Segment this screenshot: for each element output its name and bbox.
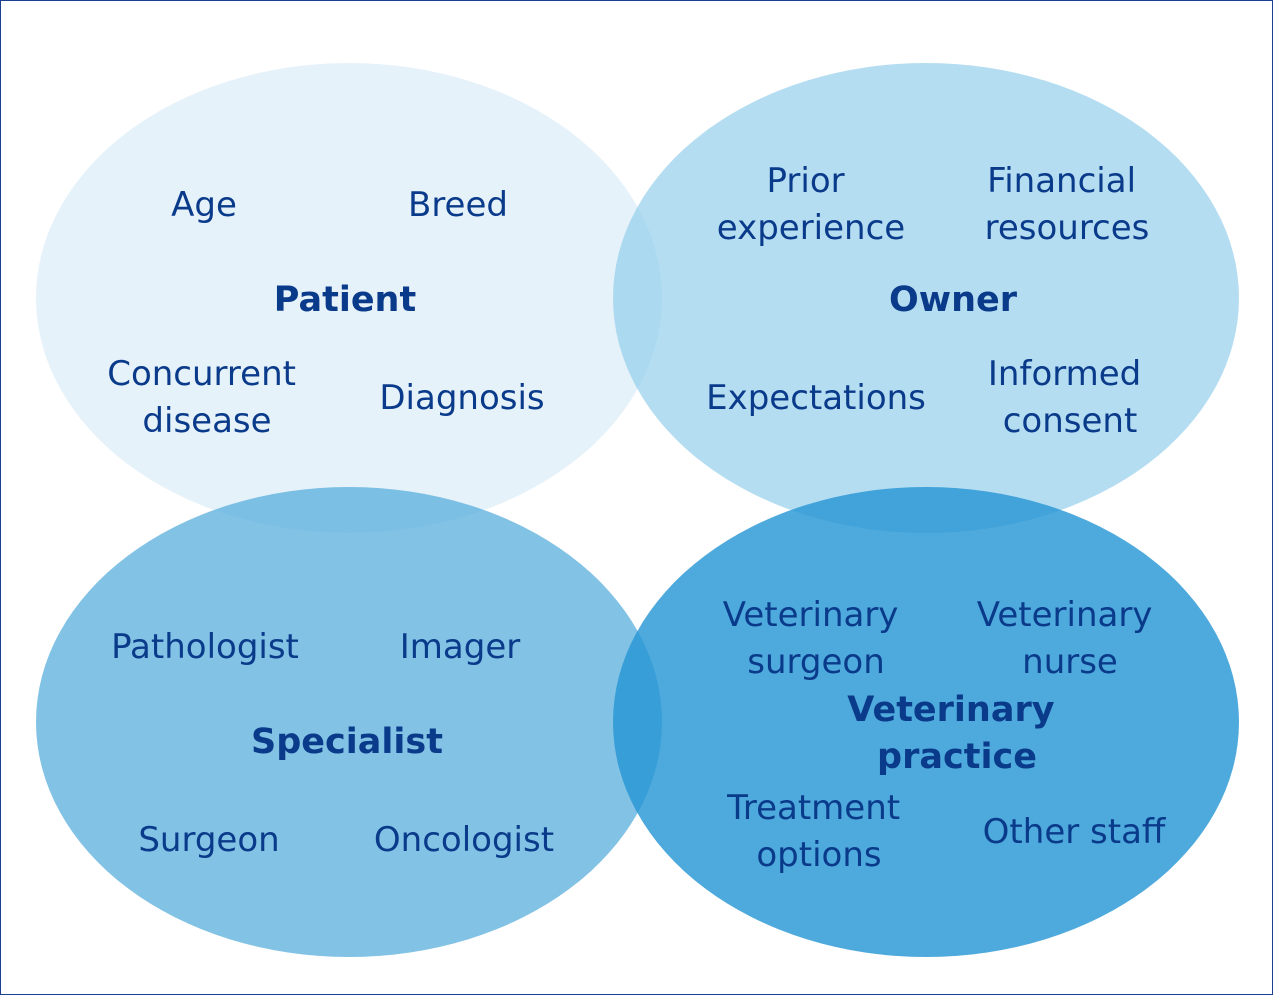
patient-item-diagnosis: Diagnosis — [379, 378, 544, 418]
owner-circle — [613, 63, 1239, 533]
practice-item-veterinary-nurse-line2: nurse — [1022, 642, 1118, 682]
patient-item-breed: Breed — [408, 185, 508, 225]
patient-circle — [36, 63, 662, 533]
owner-item-financial-resources-line2: resources — [985, 208, 1150, 248]
owner-item-prior-experience-line1: Prior — [767, 161, 845, 201]
specialist-title: Specialist — [251, 722, 443, 762]
patient-item-age: Age — [171, 185, 237, 225]
practice-item-treatment-options-line1: Treatment — [726, 788, 900, 828]
specialist-item-surgeon: Surgeon — [138, 820, 279, 860]
owner-item-informed-consent-line1: Informed — [988, 354, 1141, 394]
owner-item-financial-resources-line1: Financial — [987, 161, 1136, 201]
owner-item-informed-consent-line2: consent — [1003, 401, 1138, 441]
practice-item-veterinary-nurse: Veterinary nurse — [977, 595, 1164, 682]
specialist-item-imager: Imager — [400, 627, 520, 667]
practice-item-veterinary-nurse-line1: Veterinary — [977, 595, 1153, 635]
practice-title-line2: practice — [877, 737, 1037, 777]
practice-title: Veterinary practice — [847, 690, 1066, 777]
owner-title: Owner — [889, 280, 1018, 320]
patient-item-concurrent-disease-line1: Concurrent — [107, 354, 296, 394]
patient-title: Patient — [274, 280, 416, 320]
specialist-item-pathologist: Pathologist — [111, 627, 299, 667]
specialist-item-oncologist: Oncologist — [374, 820, 554, 860]
practice-item-other-staff: Other staff — [983, 812, 1167, 852]
specialist-circle — [36, 487, 662, 957]
practice-item-veterinary-surgeon-line2: surgeon — [747, 642, 885, 682]
patient-item-concurrent-disease: Concurrent disease — [107, 354, 307, 441]
practice-circle — [613, 487, 1239, 957]
patient-item-concurrent-disease-line2: disease — [142, 401, 271, 441]
practice-item-treatment-options-line2: options — [756, 835, 881, 875]
owner-item-expectations: Expectations — [706, 378, 926, 418]
owner-item-prior-experience-line2: experience — [717, 208, 905, 248]
practice-item-treatment-options: Treatment options — [726, 788, 911, 875]
practice-item-veterinary-surgeon-line1: Veterinary — [723, 595, 899, 635]
owner-item-informed-consent: Informed consent — [988, 354, 1152, 441]
owner-item-financial-resources: Financial resources — [985, 161, 1150, 248]
practice-title-line1: Veterinary — [847, 690, 1054, 730]
practice-item-veterinary-surgeon: Veterinary surgeon — [723, 595, 910, 682]
owner-item-prior-experience: Prior experience — [717, 161, 905, 248]
